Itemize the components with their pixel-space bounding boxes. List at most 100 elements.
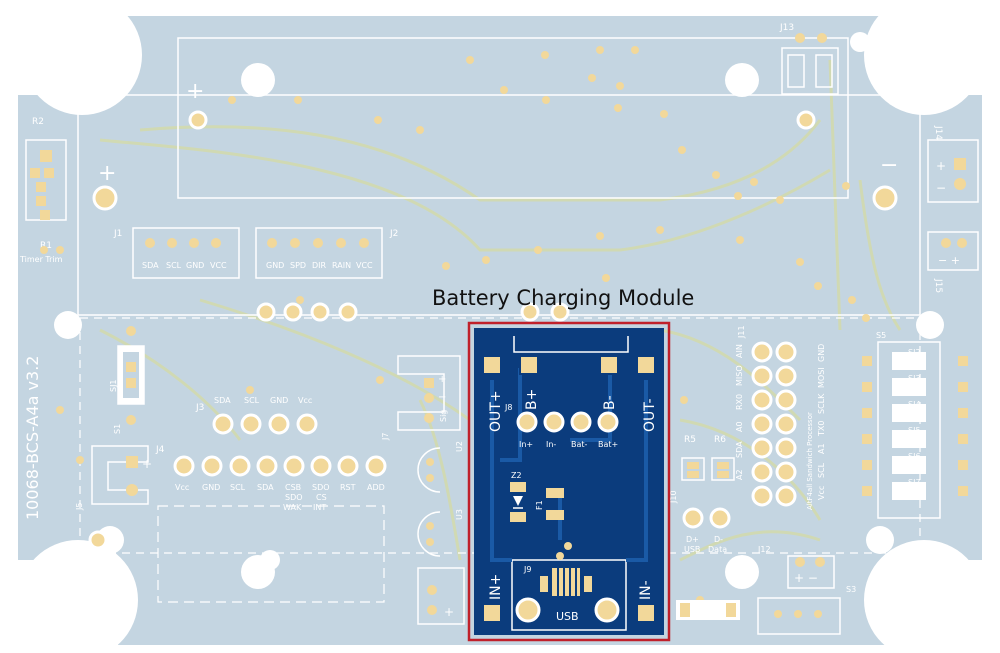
battery-plus-label-2: +: [186, 79, 204, 104]
j10-label: J10: [669, 490, 678, 504]
r1-label: R1: [40, 241, 52, 251]
j11-label: J11: [737, 325, 746, 339]
j4-sub-label: INT: [313, 503, 326, 512]
corner-cutout: [864, 0, 984, 115]
j4-pin-label: ADD: [367, 483, 385, 492]
silk-outline-top: [77, 94, 921, 316]
j7-label: J7: [381, 433, 390, 441]
svg-text:+: +: [438, 374, 446, 385]
j11-row2-label: GND: [817, 344, 826, 362]
f1-label: F1: [535, 500, 544, 510]
j2-pin-label: SPD: [290, 261, 306, 270]
sj-label: SJ5: [908, 426, 921, 435]
sj-label: SJ3: [908, 374, 921, 383]
s3-label: S3: [846, 585, 856, 594]
j3-pin-label: GND: [270, 396, 288, 405]
b-minus-label: B-: [602, 395, 618, 410]
timer-trim-label: Timer Trim: [19, 255, 63, 264]
j11-row-label: A0: [735, 421, 744, 432]
battery-outline: [177, 37, 849, 199]
j11-row-label: SDA: [735, 441, 744, 458]
j4-sub-label: WAK: [283, 503, 302, 512]
vias: [56, 46, 870, 604]
j11-pins: [751, 341, 797, 507]
j4-pin-label: SDA: [257, 483, 274, 492]
j10-pin-label: D+: [686, 535, 699, 544]
j3-pin-label: SCL: [244, 396, 260, 405]
j4-pin-label: Vcc: [175, 483, 189, 492]
j3-pin-label: SDA: [214, 396, 231, 405]
large-vias: [88, 302, 570, 550]
j8-pin-label: In+: [519, 440, 533, 449]
svg-text:+: +: [936, 159, 946, 173]
battery-charging-module: OUT+ B+ B- OUT- J8 In+ In- Bat- Bat+ Z2 …: [467, 321, 671, 642]
j4-pin-label: GND: [202, 483, 220, 492]
j11-row-label: MISO: [735, 365, 744, 386]
r6-label: R6: [714, 435, 726, 445]
in-minus-label: IN-: [638, 580, 654, 600]
u3-label: U3: [455, 509, 464, 520]
j11-row2-label: A1: [817, 443, 826, 454]
j3-label: J3: [195, 403, 204, 413]
corner-cutout: [864, 540, 984, 653]
j11-row2-label: Vcc: [817, 486, 826, 500]
out-minus-label: OUT-: [642, 398, 658, 432]
corner-cutout: [18, 540, 138, 653]
z2-label: Z2: [511, 471, 522, 480]
sandwich-processor-label: AltF4all Sandwich Processor: [806, 412, 814, 510]
usb-label: USB: [556, 610, 579, 623]
j4-pin-label: SCL: [230, 483, 246, 492]
j10-pin-label: D-: [714, 535, 723, 544]
j1-pin-label: SCL: [166, 261, 182, 270]
svg-text:−: −: [438, 392, 446, 403]
r5-label: R5: [684, 435, 696, 445]
j11-row-label: A2: [735, 469, 744, 480]
j8-pin-label: In-: [546, 440, 556, 449]
j2-pin-label: GND: [266, 261, 284, 270]
j4-sub-label: SDO: [285, 493, 303, 502]
j13-label: J13: [779, 23, 794, 33]
out-plus-label: OUT+: [488, 390, 504, 432]
j1-label: J1: [113, 229, 122, 239]
svg-text:−: −: [936, 181, 946, 195]
battery-minus-label: −: [880, 153, 898, 178]
sj-label: SJ2: [908, 348, 921, 357]
svg-text:+: +: [142, 457, 152, 471]
sig-label: Sig: [439, 410, 448, 422]
j1-pin-label: GND: [186, 261, 204, 270]
j4-pin-label: RST: [340, 483, 356, 492]
j1-pin-label: VCC: [210, 261, 227, 270]
battery-plus-label: +: [98, 161, 116, 186]
j4-sub-label: CS: [316, 493, 327, 502]
solder-jumpers: [862, 352, 968, 500]
module-title: Battery Charging Module: [432, 286, 695, 310]
j12-label: J12: [757, 545, 771, 554]
j3-pin-label: Vcc: [298, 396, 312, 405]
sj-label: SJ4: [908, 400, 921, 409]
j11-row2-label: SCL: [817, 462, 826, 478]
j4-label: J4: [155, 445, 165, 455]
s5-label: S5: [876, 331, 886, 340]
j8-pin-label: Bat-: [571, 440, 588, 449]
j15-label: J15: [933, 278, 943, 293]
j2-label: J2: [389, 229, 398, 239]
board-version-label: 10068-BCS-A4a v3.2: [23, 356, 42, 520]
s1-label: S1: [113, 424, 122, 434]
corner-cutout: [22, 0, 142, 115]
j14-label: J14: [933, 125, 943, 140]
j11-row2-label: TX0: [817, 421, 826, 437]
j2-pin-label: DIR: [312, 261, 327, 270]
j11-row-label: AIN: [735, 344, 744, 358]
svg-text:+: +: [444, 605, 454, 619]
j8-pin-label: Bat+: [598, 440, 618, 449]
j11-row-label: RX0: [735, 394, 744, 410]
svg-text:+ −: + −: [794, 571, 818, 585]
module-highlight-box: [467, 321, 671, 642]
sj-label: SJ6: [908, 452, 921, 461]
j11-row2-label: MOSI: [817, 367, 826, 388]
j4-pin-label: SDO: [312, 483, 330, 492]
j2-pin-label: RAIN: [332, 261, 351, 270]
j1-pin-label: SDA: [142, 261, 159, 270]
j8-label: J8: [504, 403, 512, 412]
